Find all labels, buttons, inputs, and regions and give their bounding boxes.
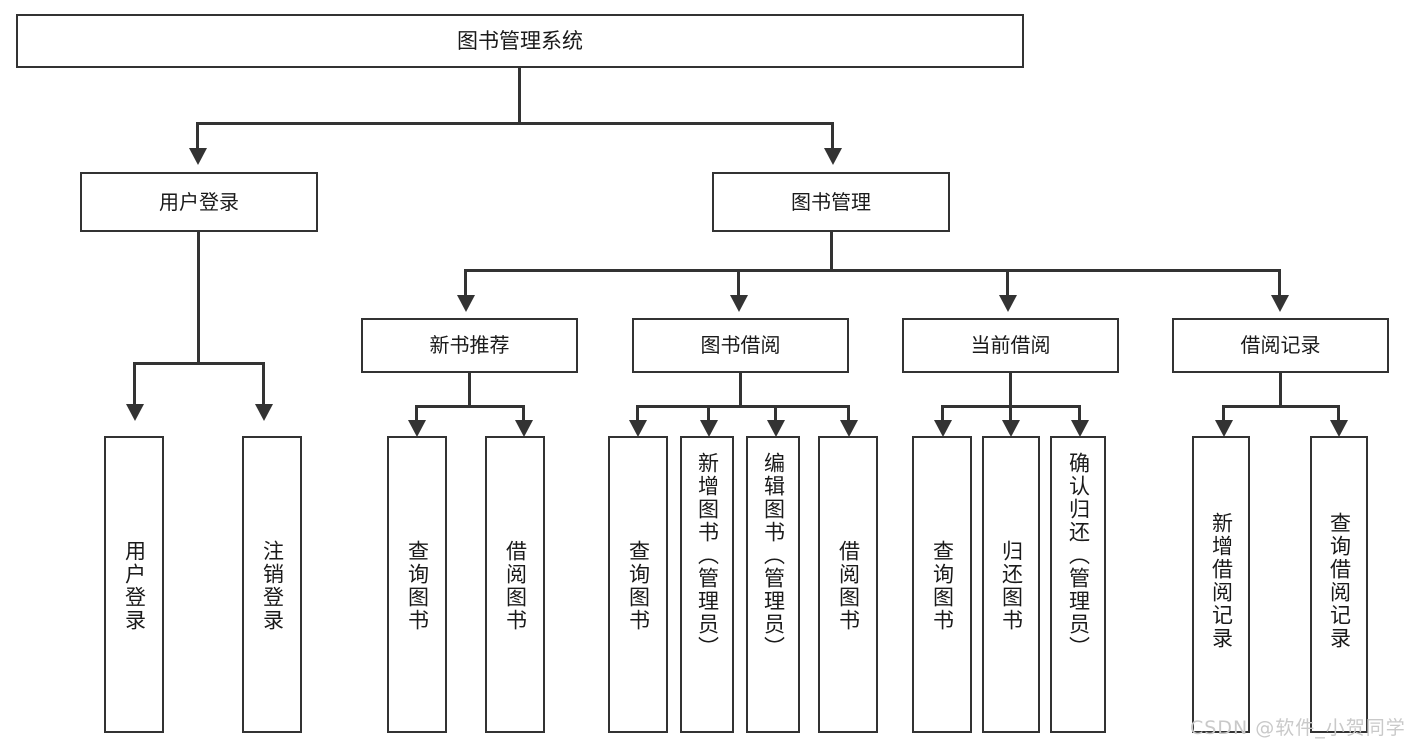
arrowhead-new-book-recommend-to-leaf-1 [408,420,426,437]
edge-book-borrow-bus [636,405,850,408]
node-book-borrow[interactable]: 图书借阅 [632,318,849,373]
node-label: 借阅图书 [503,540,528,632]
edge-current-borrow-to-leaf-1 [941,405,944,425]
edge-root-to-book-management [831,122,834,150]
node-label: 查询图书 [405,540,430,632]
edge-borrow-record-bus [1222,405,1340,408]
leaf-borrow-record-query-record[interactable]: 查询借阅记录 [1310,436,1368,733]
arrowhead-book-borrow-to-leaf-2 [700,420,718,437]
node-label: 新增图书（管理员） [695,452,720,659]
edge-current-borrow-to-leaf-3 [1078,405,1081,425]
leaf-new-book-recommend-borrow-book[interactable]: 借阅图书 [485,436,545,733]
node-label: 查询图书 [930,540,955,632]
node-label: 注销登录 [260,540,285,632]
edge-book-management-bus [464,269,1281,272]
arrowhead-root-to-book-management [824,148,842,165]
edge-book-borrow-trunk [739,373,742,407]
leaf-book-borrow-borrow-book[interactable]: 借阅图书 [818,436,878,733]
edge-book-borrow-to-leaf-2 [707,405,710,425]
node-label: 查询图书 [626,540,651,632]
edge-new-book-recommend-to-leaf-1 [415,405,418,425]
node-label: 用户登录 [122,540,147,632]
arrowhead-book-management-to-level2-3 [999,295,1017,312]
node-label: 借阅图书 [836,540,861,632]
node-label: 图书管理系统 [457,28,583,53]
node-label: 新增借阅记录 [1209,512,1234,650]
arrowhead-book-borrow-to-leaf-4 [840,420,858,437]
edge-root-bus [196,122,834,125]
edge-book-borrow-to-leaf-4 [847,405,850,425]
edge-new-book-recommend-bus [415,405,525,408]
arrowhead-book-borrow-to-leaf-1 [629,420,647,437]
edge-new-book-recommend-trunk [468,373,471,407]
node-label: 借阅记录 [1240,333,1321,357]
edge-book-borrow-to-leaf-3 [774,405,777,425]
edge-borrow-record-to-leaf-1 [1222,405,1225,425]
arrowhead-book-management-to-level2-2 [730,295,748,312]
node-label: 用户登录 [159,189,239,214]
node-new-book-recommend[interactable]: 新书推荐 [361,318,578,373]
node-book-management[interactable]: 图书管理 [712,172,950,232]
edge-book-management-to-level2-3 [1006,269,1009,297]
edge-user-login-bus [133,362,265,365]
edge-current-borrow-to-leaf-2 [1009,405,1012,425]
edge-book-management-trunk [830,232,833,272]
node-borrow-record[interactable]: 借阅记录 [1172,318,1389,373]
edge-user-login-to-leaf-2 [262,362,265,406]
edge-root-trunk [518,68,521,124]
arrowhead-user-login-to-leaf-2 [255,404,273,421]
arrowhead-borrow-record-to-leaf-2 [1330,420,1348,437]
node-label: 归还图书 [999,540,1024,632]
node-label: 图书借阅 [700,333,781,357]
edge-user-login-to-leaf-1 [133,362,136,406]
leaf-book-borrow-query-book[interactable]: 查询图书 [608,436,668,733]
edge-new-book-recommend-to-leaf-2 [522,405,525,425]
arrowhead-current-borrow-to-leaf-2 [1002,420,1020,437]
arrowhead-borrow-record-to-leaf-1 [1215,420,1233,437]
arrowhead-user-login-to-leaf-1 [126,404,144,421]
edge-root-to-user-login [196,122,199,150]
leaf-borrow-record-add-record[interactable]: 新增借阅记录 [1192,436,1250,733]
arrowhead-book-management-to-level2-4 [1271,295,1289,312]
arrowhead-book-management-to-level2-1 [457,295,475,312]
leaf-user-login-logout[interactable]: 注销登录 [242,436,302,733]
leaf-user-login-user-login[interactable]: 用户登录 [104,436,164,733]
edge-book-borrow-to-leaf-1 [636,405,639,425]
node-current-borrow[interactable]: 当前借阅 [902,318,1119,373]
arrowhead-current-borrow-to-leaf-1 [934,420,952,437]
node-root-book-management-system[interactable]: 图书管理系统 [16,14,1024,68]
node-label: 查询借阅记录 [1327,512,1352,650]
leaf-book-borrow-edit-book-admin[interactable]: 编辑图书（管理员） [746,436,800,733]
arrowhead-root-to-user-login [189,148,207,165]
arrowhead-current-borrow-to-leaf-3 [1071,420,1089,437]
arrowhead-book-borrow-to-leaf-3 [767,420,785,437]
edge-user-login-trunk [197,232,200,364]
leaf-current-borrow-return-book[interactable]: 归还图书 [982,436,1040,733]
leaf-new-book-recommend-query-book[interactable]: 查询图书 [387,436,447,733]
node-label: 图书管理 [791,189,871,214]
node-user-login[interactable]: 用户登录 [80,172,318,232]
edge-book-management-to-level2-2 [737,269,740,297]
edge-current-borrow-trunk [1009,373,1012,407]
arrowhead-new-book-recommend-to-leaf-2 [515,420,533,437]
edge-borrow-record-trunk [1279,373,1282,407]
node-label: 新书推荐 [429,333,510,357]
node-label: 编辑图书（管理员） [761,452,786,659]
leaf-book-borrow-add-book-admin[interactable]: 新增图书（管理员） [680,436,734,733]
node-label: 当前借阅 [970,333,1051,357]
leaf-current-borrow-query-book[interactable]: 查询图书 [912,436,972,733]
edge-book-management-to-level2-1 [464,269,467,297]
node-label: 确认归还（管理员） [1066,452,1091,659]
edge-borrow-record-to-leaf-2 [1337,405,1340,425]
edge-book-management-to-level2-4 [1278,269,1281,297]
leaf-current-borrow-confirm-return-admin[interactable]: 确认归还（管理员） [1050,436,1106,733]
